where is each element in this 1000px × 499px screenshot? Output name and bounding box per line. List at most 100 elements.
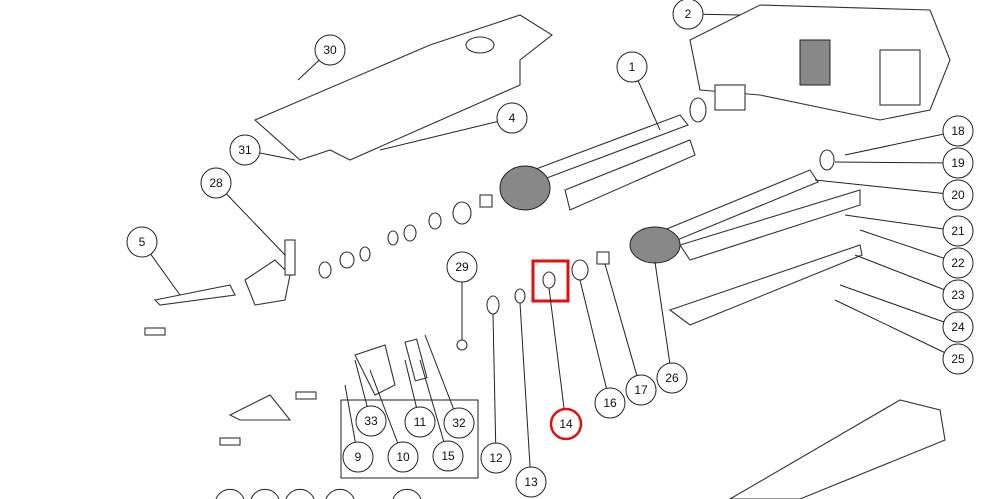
leader-line-32 (424, 334, 460, 424)
callout-circle (126, 226, 158, 258)
gearbox (689, 4, 951, 121)
callout-29[interactable]: 29 (446, 251, 478, 283)
callout-circle (443, 407, 475, 439)
callout-5[interactable]: 5 (126, 226, 158, 258)
callout-cut-off (392, 488, 422, 499)
callout-circle (942, 279, 974, 311)
leader-line-19 (834, 161, 959, 164)
callout-label: 4 (509, 111, 516, 125)
callout-label: 13 (524, 475, 538, 489)
callout-31[interactable]: 31 (229, 134, 261, 166)
callout-circle (314, 34, 346, 66)
callout-22[interactable]: 22 (942, 247, 974, 279)
bolts (144, 327, 317, 446)
leader-line-28 (215, 182, 286, 256)
leader-line-23 (854, 254, 959, 296)
callout-label: 31 (238, 143, 252, 157)
callout-14[interactable]: 14 (549, 407, 583, 441)
callout-28[interactable]: 28 (200, 167, 232, 199)
callout-11[interactable]: 11 (404, 406, 436, 438)
arm-5 (153, 284, 236, 306)
callout-12[interactable]: 12 (480, 442, 512, 474)
callout-24[interactable]: 24 (942, 311, 974, 343)
callout-30[interactable]: 30 (314, 34, 346, 66)
callout-circle (942, 215, 974, 247)
callout-1[interactable]: 1 (616, 51, 648, 83)
leader-line-18 (844, 130, 959, 156)
callout-15[interactable]: 15 (432, 440, 464, 472)
callout-10[interactable]: 10 (387, 441, 419, 473)
bracket-28 (244, 259, 291, 306)
auger-upper (499, 165, 551, 211)
callout-circle (446, 251, 478, 283)
callout-21[interactable]: 21 (942, 215, 974, 247)
callout-label: 9 (355, 450, 362, 464)
conveyor-section (728, 399, 946, 499)
leader-line-15 (419, 359, 449, 457)
callout-cut-off (285, 488, 315, 499)
leader-line-20 (814, 179, 959, 196)
callout-label: 17 (634, 383, 648, 397)
callout-circle (200, 167, 232, 199)
callout-circle (549, 407, 583, 441)
leader-line-12 (492, 313, 497, 459)
callout-19[interactable]: 19 (942, 147, 974, 179)
frame-plate (253, 14, 553, 161)
callout-32[interactable]: 32 (443, 407, 475, 439)
plate-lower (679, 189, 861, 261)
callout-label: 2 (685, 7, 692, 21)
leader-line-17 (604, 263, 642, 391)
callout-circle (942, 343, 974, 375)
callout-2[interactable]: 2 (672, 0, 704, 30)
leader-line-4 (379, 117, 513, 151)
kit-group-box (340, 399, 479, 479)
callout-circle (594, 387, 626, 419)
callout-label: 30 (323, 43, 337, 57)
arm-lower (228, 394, 292, 421)
callout-label: 16 (603, 396, 617, 410)
callout-20[interactable]: 20 (942, 179, 974, 211)
callout-label: 23 (951, 288, 965, 302)
callout-circle (942, 115, 974, 147)
auger-lower (629, 226, 681, 264)
callout-label: 29 (455, 260, 469, 274)
leader-line-25 (834, 299, 959, 360)
callout-circle (942, 247, 974, 279)
callout-25[interactable]: 25 (942, 343, 974, 375)
callout-label: 12 (489, 451, 503, 465)
callout-circle (342, 441, 374, 473)
callout-4[interactable]: 4 (496, 102, 528, 134)
callout-label: 22 (951, 256, 965, 270)
callout-cut-off (215, 488, 245, 499)
plate-upper (564, 139, 696, 211)
bracket-plate (284, 239, 296, 276)
callout-33[interactable]: 33 (355, 405, 387, 437)
callout-26[interactable]: 26 (656, 362, 688, 394)
callout-13[interactable]: 13 (515, 466, 547, 498)
callout-label: 1 (629, 60, 636, 74)
leader-line-22 (859, 229, 959, 264)
callout-9[interactable]: 9 (342, 441, 374, 473)
leader-lines (141, 13, 959, 483)
callout-cut-off (250, 488, 280, 499)
washers (318, 97, 835, 351)
callout-18[interactable]: 18 (942, 115, 974, 147)
callout-circle (515, 466, 547, 498)
callout-circle (387, 441, 419, 473)
callout-label: 19 (951, 156, 965, 170)
callout-16[interactable]: 16 (594, 387, 626, 419)
callout-label: 33 (364, 414, 378, 428)
leader-line-13 (519, 302, 532, 483)
frame-hole (465, 36, 495, 54)
callout-label: 28 (209, 176, 223, 190)
callout-label: 25 (951, 352, 965, 366)
callout-circle (432, 440, 464, 472)
callout-circle (942, 311, 974, 343)
callout-17[interactable]: 17 (625, 374, 657, 406)
callout-circle (942, 179, 974, 211)
callout-label: 24 (951, 320, 965, 334)
plate-bottom (668, 244, 863, 326)
callout-23[interactable]: 23 (942, 279, 974, 311)
